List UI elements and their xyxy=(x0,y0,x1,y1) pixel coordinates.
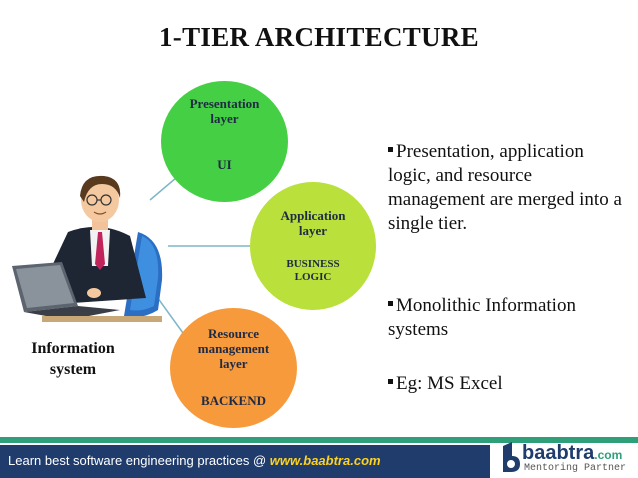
resource-sub: BACKEND xyxy=(200,393,266,408)
bullet-item: Monolithic Information systems xyxy=(388,294,623,342)
logo-tagline: Mentoring Partner xyxy=(524,463,627,474)
bullet-item: Presentation, application logic, and res… xyxy=(388,140,623,236)
resource-layer-node: Resource management layer BACKEND xyxy=(170,308,297,428)
logo-mark-icon xyxy=(503,442,520,472)
resource-line3: layer xyxy=(219,356,248,371)
footer-text: Learn best software engineering practice… xyxy=(8,453,381,468)
info-line1: Information xyxy=(31,340,115,357)
footer-stripe xyxy=(0,437,638,443)
presentation-line1: Presentation xyxy=(189,96,260,111)
bullet-list: Presentation, application logic, and res… xyxy=(388,140,623,394)
resource-line1: Resource xyxy=(207,326,260,341)
application-line1: Application xyxy=(280,208,346,223)
footer-url-link[interactable]: www.baabtra.com xyxy=(269,453,381,468)
bullet-square-icon xyxy=(388,379,393,384)
application-sub: BUSINESS LOGIC xyxy=(250,258,376,284)
bullet-item: Eg: MS Excel xyxy=(388,372,503,396)
logo-name: baabtra xyxy=(522,442,595,464)
presentation-sub: UI xyxy=(217,157,232,172)
application-layer-node: Application layer BUSINESS LOGIC xyxy=(250,182,376,310)
logo-domain: .com xyxy=(594,448,623,462)
slide-title: 1-TIER ARCHITECTURE xyxy=(158,22,479,52)
info-line2: system xyxy=(49,361,97,378)
person-at-laptop-icon xyxy=(12,175,163,322)
presentation-line2: layer xyxy=(210,111,239,126)
resource-line2: management xyxy=(197,341,270,356)
logo-word: baabtra.com xyxy=(522,442,622,465)
resource-title: Resource management layer xyxy=(170,326,297,371)
bullet-text: Presentation, application logic, and res… xyxy=(388,141,622,234)
footer-bar: Learn best software engineering practice… xyxy=(0,445,490,478)
presentation-layer-node: Presentation layer UI xyxy=(161,81,288,202)
bullet-text: Monolithic Information systems xyxy=(388,295,576,340)
baabtra-logo: baabtra.com Mentoring Partner xyxy=(500,440,635,476)
application-line2: layer xyxy=(298,223,328,238)
application-title: Application layer xyxy=(250,208,376,238)
application-sub1: BUSINESS xyxy=(286,258,340,270)
connector-presentation xyxy=(149,177,177,201)
bullet-square-icon xyxy=(388,301,393,306)
presentation-title: Presentation layer xyxy=(161,96,288,126)
footer-tagline: Learn best software engineering practice… xyxy=(8,453,270,468)
application-sub2: LOGIC xyxy=(294,271,332,283)
information-system-label: Information system xyxy=(18,338,128,380)
bullet-text: Eg: MS Excel xyxy=(396,373,503,394)
bullet-square-icon xyxy=(388,147,393,152)
